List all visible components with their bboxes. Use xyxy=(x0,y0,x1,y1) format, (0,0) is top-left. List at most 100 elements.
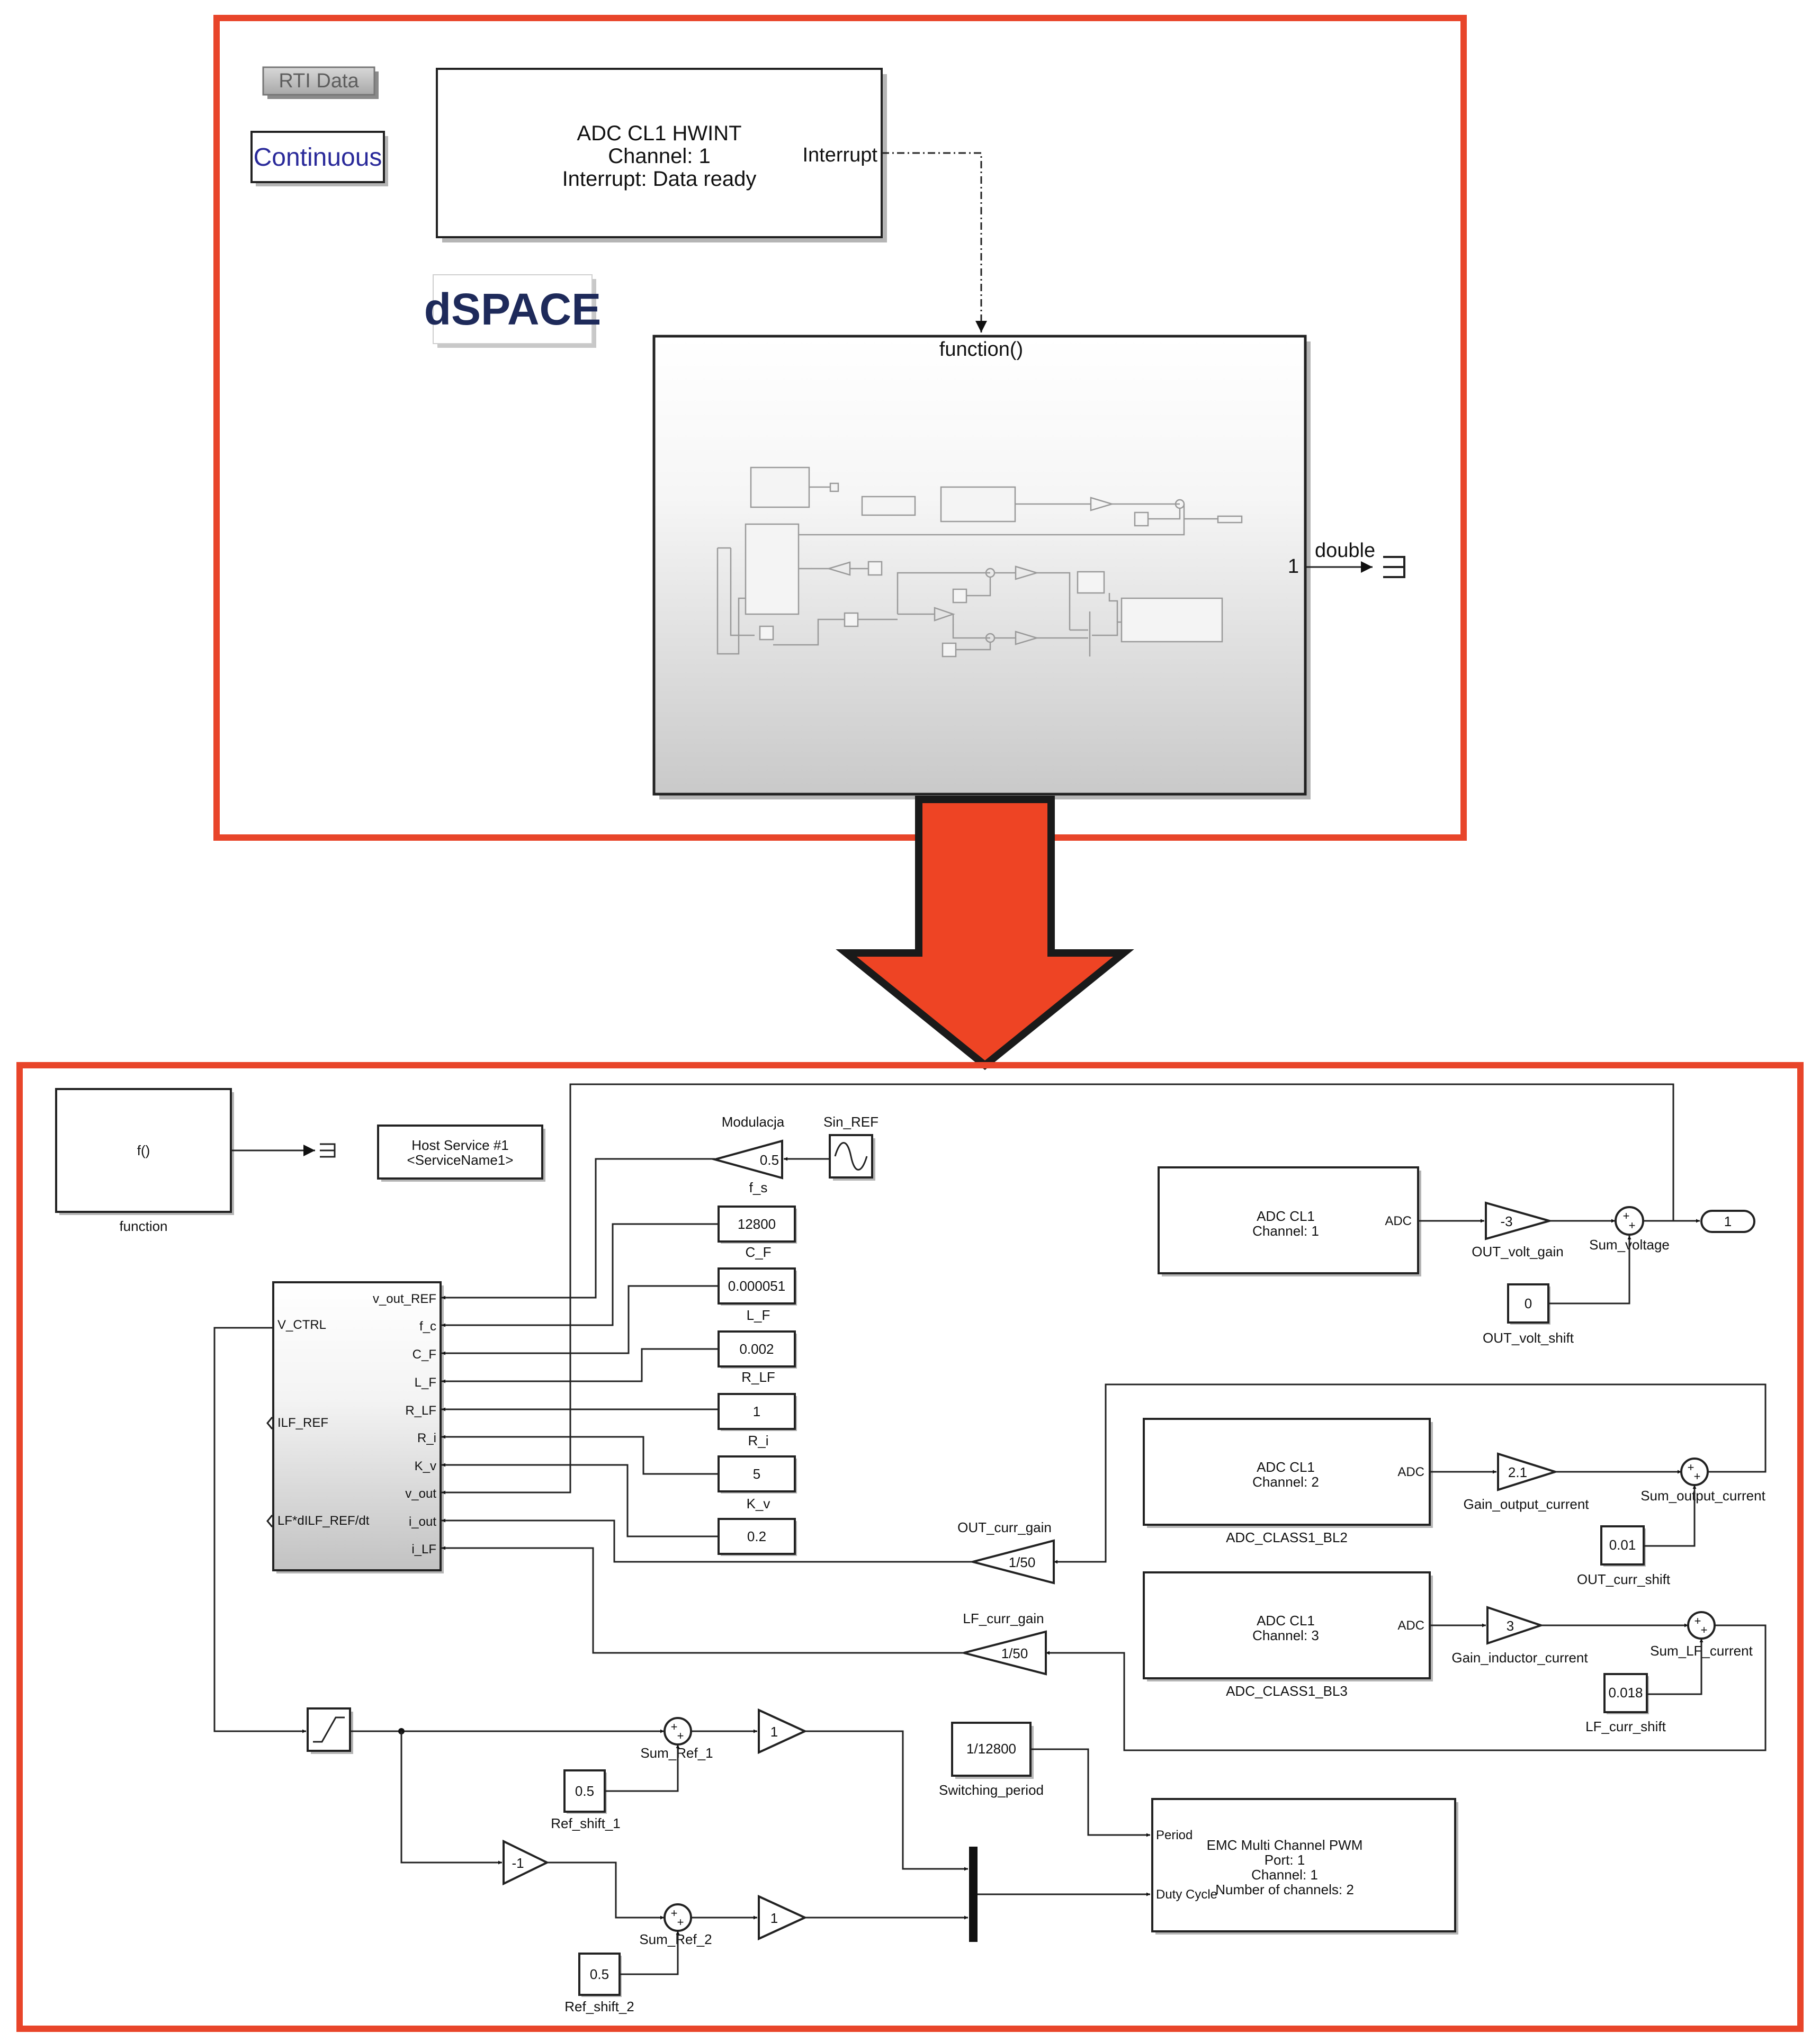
adc-channel-3-block[interactable]: ADC CL1 Channel: 3 ADC ADC_CLASS1_BL3 xyxy=(1143,1571,1433,1699)
outport-1[interactable]: 1 xyxy=(1700,1210,1755,1233)
sine-wave-icon xyxy=(834,1142,868,1171)
constant-l-f[interactable]: L_F 0.002 xyxy=(718,1307,797,1369)
adc3-port: ADC xyxy=(1397,1618,1424,1633)
out-volt-gain-value: -3 xyxy=(1500,1213,1512,1229)
dspace-logo-text: dSPACE xyxy=(424,284,601,334)
gain-inductor-current-label: Gain_inductor_current xyxy=(1451,1650,1588,1666)
wire-volt-shift-to-sum xyxy=(1548,1236,1631,1305)
function-subsystem[interactable]: function() 1 xyxy=(652,335,1311,799)
function-call-caption: function xyxy=(119,1218,167,1234)
constant-r-i[interactable]: R_i 5 xyxy=(718,1433,797,1494)
pwm-line1: EMC Multi Channel PWM xyxy=(1207,1837,1363,1853)
out-volt-gain[interactable]: -3 OUT_volt_gain xyxy=(1472,1201,1564,1260)
adc2-caption: ADC_CLASS1_BL2 xyxy=(1226,1530,1348,1545)
out-curr-gain-value: 1/50 xyxy=(1009,1554,1036,1570)
adc-channel-2-block[interactable]: ADC CL1 Channel: 2 ADC ADC_CLASS1_BL2 xyxy=(1143,1418,1433,1545)
ref-shift-2[interactable]: 0.5 Ref_shift_2 xyxy=(564,1953,634,2014)
ref-shift-1-value: 0.5 xyxy=(575,1783,594,1799)
constant-k-v-value: 0.2 xyxy=(747,1528,766,1544)
sum-ref-2[interactable]: + + Sum_Ref_2 xyxy=(639,1903,712,1947)
switching-period[interactable]: 1/12800 Switching_period xyxy=(939,1722,1044,1798)
out-volt-shift[interactable]: 0 OUT_volt_shift xyxy=(1483,1283,1574,1346)
terminator-icon xyxy=(1383,556,1405,578)
switching-period-label: Switching_period xyxy=(939,1782,1044,1798)
function-call-block[interactable]: f() function xyxy=(55,1088,234,1234)
lf-curr-gain[interactable]: 1/50 xyxy=(963,1630,1047,1676)
port-lf-dilf-ref-dt: LF*dILF_REF/dt xyxy=(277,1514,370,1528)
sum-ref-2-plus2-icon: + xyxy=(677,1915,684,1929)
host-service-block[interactable]: Host Service #1 <ServiceName1> xyxy=(377,1125,545,1182)
lf-dilf-port-chevron xyxy=(266,1515,273,1527)
wire-l-f xyxy=(442,1348,719,1383)
gain-inductor-current-value: 3 xyxy=(1507,1618,1514,1634)
fcall-terminator-icon xyxy=(320,1143,336,1158)
modulacja-gain[interactable]: 0.5 xyxy=(711,1139,783,1180)
outport-1-label: 1 xyxy=(1724,1213,1732,1229)
port-v-out-ref: v_out_REF xyxy=(373,1292,436,1306)
port-l-f: L_F xyxy=(415,1375,436,1390)
wire-period-to-pwm xyxy=(1030,1748,1150,1837)
saturation-block[interactable] xyxy=(307,1707,353,1754)
neg-gain[interactable]: -1 xyxy=(503,1839,550,1886)
constant-k-v[interactable]: K_v 0.2 xyxy=(718,1496,797,1556)
pwm-line3: Channel: 1 xyxy=(1251,1867,1318,1883)
gain-ref-2[interactable]: 1 xyxy=(758,1894,808,1941)
adc-hwint-block[interactable]: ADC CL1 HWINT Channel: 1 Interrupt: Data… xyxy=(436,68,887,242)
gain-ref-1[interactable]: 1 xyxy=(758,1708,808,1755)
gain-output-current[interactable]: 2.1 Gain_output_current xyxy=(1463,1452,1589,1512)
mux-bar[interactable] xyxy=(969,1847,978,1942)
adc-channel-1-block[interactable]: ADC CL1 Channel: 1 ADC xyxy=(1158,1166,1421,1276)
sum-ref-2-label: Sum_Ref_2 xyxy=(639,1931,712,1947)
pwm-line2: Port: 1 xyxy=(1265,1852,1305,1868)
constant-r-lf-value: 1 xyxy=(753,1404,760,1419)
wire-i-lf xyxy=(442,1546,964,1654)
ref-shift-1[interactable]: 0.5 Ref_shift_1 xyxy=(551,1769,621,1831)
pwm-block[interactable]: Period Duty Cycle EMC Multi Channel PWM … xyxy=(1151,1798,1458,1935)
gain-ref-2-value: 1 xyxy=(770,1910,778,1926)
saturation-icon xyxy=(313,1716,345,1743)
port-v-out: v_out xyxy=(405,1487,436,1501)
constant-r-i-value: 5 xyxy=(753,1466,760,1482)
sin-wave-source[interactable] xyxy=(829,1134,875,1181)
out-curr-shift[interactable]: 0.01 OUT_curr_shift xyxy=(1577,1525,1671,1587)
sum-output-current[interactable]: + + Sum_output_current xyxy=(1640,1458,1766,1504)
ref-shift-2-value: 0.5 xyxy=(590,1966,609,1982)
adc3-line2: Channel: 3 xyxy=(1252,1627,1319,1643)
constant-f-s[interactable]: f_s 12800 xyxy=(718,1180,797,1244)
constant-c-f[interactable]: C_F 0.000051 xyxy=(718,1244,797,1306)
constant-l-f-value: 0.002 xyxy=(739,1341,774,1357)
function-out-port-number: 1 xyxy=(1288,555,1299,578)
host-service-line2: <ServiceName1> xyxy=(407,1152,514,1168)
adc1-line1: ADC CL1 xyxy=(1257,1208,1315,1224)
controller-subsystem[interactable]: V_CTRL ILF_REF LF*dILF_REF/dt v_out_REF … xyxy=(266,1281,444,1573)
wire-k-v xyxy=(442,1463,719,1537)
dspace-logo: dSPACE xyxy=(424,274,601,348)
out-curr-gain[interactable]: 1/50 xyxy=(969,1539,1055,1585)
wire-i-out xyxy=(442,1518,973,1563)
lf-curr-shift[interactable]: 0.018 LF_curr_shift xyxy=(1585,1673,1666,1734)
wire-branch-to-neg-gain xyxy=(400,1731,502,1865)
host-service-line1: Host Service #1 xyxy=(411,1137,509,1153)
gain-inductor-current[interactable]: 3 Gain_inductor_current xyxy=(1451,1606,1588,1666)
constant-r-lf-label: R_LF xyxy=(741,1369,775,1385)
out-volt-shift-value: 0 xyxy=(1525,1296,1532,1311)
port-i-lf: i_LF xyxy=(411,1542,436,1557)
wire-gain-ref-1-to-mux xyxy=(805,1730,968,1871)
rti-data-block[interactable]: RTI Data xyxy=(262,66,379,99)
sum-ref-1[interactable]: + + Sum_Ref_1 xyxy=(640,1717,713,1761)
sum-ref-1-plus-icon: + xyxy=(671,1720,678,1733)
gain-ref-1-value: 1 xyxy=(770,1724,778,1740)
port-k-v: K_v xyxy=(415,1459,436,1473)
constant-r-lf[interactable]: R_LF 1 xyxy=(718,1369,797,1431)
continuous-block[interactable]: Continuous xyxy=(250,131,388,186)
wire-neg-gain-to-sum-ref-2 xyxy=(547,1861,664,1920)
neg-gain-value: -1 xyxy=(512,1855,524,1871)
gain-output-current-value: 2.1 xyxy=(1508,1464,1527,1480)
lf-curr-gain-label: LF_curr_gain xyxy=(963,1611,1044,1626)
gain-output-current-label: Gain_output_current xyxy=(1463,1496,1589,1512)
ref-shift-2-label: Ref_shift_2 xyxy=(564,1999,634,2014)
lf-curr-shift-label: LF_curr_shift xyxy=(1585,1719,1666,1734)
constant-f-s-value: 12800 xyxy=(738,1216,776,1232)
port-i-out: i_out xyxy=(409,1515,436,1529)
